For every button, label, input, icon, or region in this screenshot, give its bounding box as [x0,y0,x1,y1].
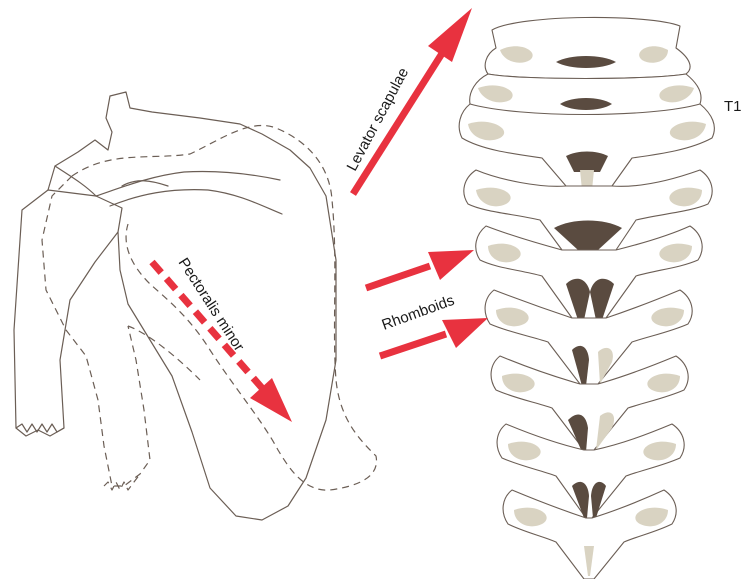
t1-label: T1 [724,98,742,115]
rhomboids-label: Rhomboids [380,292,457,334]
pectoralis-minor-arrow [152,262,292,422]
levator-scapulae-arrow [353,8,472,194]
rhomboids-arrow-upper [366,250,474,288]
thoracic-spine [459,17,714,579]
